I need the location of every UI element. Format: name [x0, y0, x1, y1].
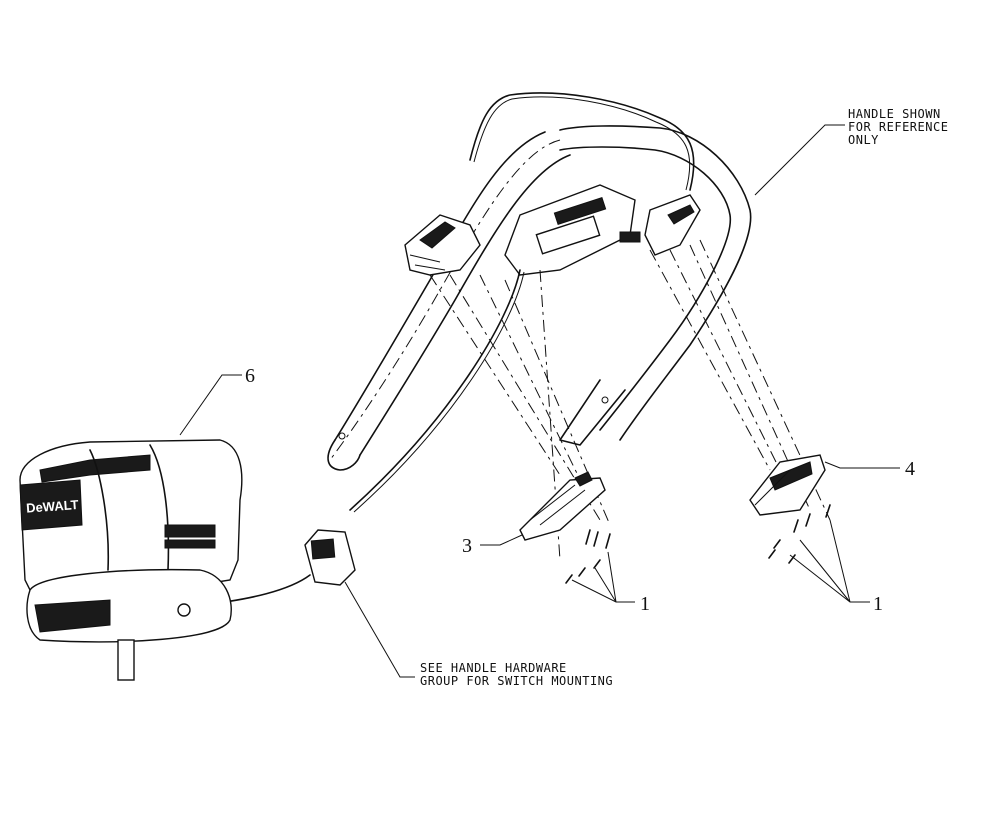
note-handle-reference: HANDLE SHOWN FOR REFERENCE ONLY [848, 107, 948, 147]
svg-text:ONLY: ONLY [848, 133, 879, 147]
motor-assembly: DeWALT [19, 439, 243, 681]
note-switch-mounting: SEE HANDLE HARDWARE GROUP FOR SWITCH MOU… [420, 661, 613, 688]
handle-assembly [327, 92, 752, 513]
callout-motor: 6 [245, 365, 255, 387]
svg-text:GROUP FOR SWITCH MOUNTING: GROUP FOR SWITCH MOUNTING [420, 674, 613, 688]
left-switch-bracket [519, 471, 606, 541]
screws-right [768, 504, 831, 564]
switch-box [199, 529, 356, 606]
callout-screws-right: 1 [873, 593, 883, 615]
screws-left [565, 529, 611, 584]
leader-lines [179, 124, 900, 678]
svg-text:SEE HANDLE HARDWARE: SEE HANDLE HARDWARE [420, 661, 567, 675]
callout-left-bracket: 3 [462, 535, 472, 557]
svg-text:HANDLE SHOWN: HANDLE SHOWN [848, 107, 941, 121]
callout-screws-left: 1 [640, 593, 650, 615]
svg-text:FOR REFERENCE: FOR REFERENCE [848, 120, 948, 134]
right-switch-bracket [749, 454, 826, 516]
brand-logo: DeWALT [26, 497, 79, 516]
callout-right-bracket: 4 [905, 458, 915, 480]
